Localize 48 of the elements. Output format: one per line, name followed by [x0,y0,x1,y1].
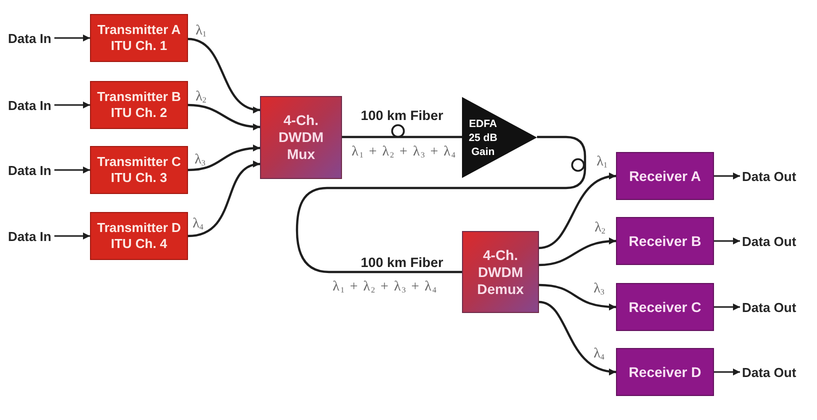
transmitter-box: Transmitter A ITU Ch. 1 [90,14,188,62]
arrow [538,173,616,250]
arrow [54,232,90,240]
wavelength-sum-label: λ$_{1}$ + λ$_{2}$ + λ$_{3}$ + λ$_{4}$ [332,280,438,294]
transmitter-box: Transmitter B ITU Ch. 2 [90,81,188,129]
wavelength-sum-label: λ$_{1}$ + λ$_{2}$ + λ$_{3}$ + λ$_{4}$ [350,146,458,158]
transmitter-box: Transmitter D ITU Ch. 4 [90,212,188,260]
input-label: Data In [8,162,52,178]
receiver-box: Receiver C [616,283,714,331]
demultiplexer-box: 4-Ch. DWDM Demux [462,231,539,313]
arrow [54,166,90,174]
arrow [188,162,260,238]
transmitter-box: Transmitter C ITU Ch. 3 [90,146,188,194]
wavelength-label: λ$_{3}$ [592,282,606,296]
arrow [188,144,260,172]
arrow [714,368,740,376]
arrow [714,304,740,310]
arrow [188,38,260,112]
arrow [538,300,616,375]
fiber-length-label: 100 km Fiber [358,109,446,123]
wavelength-label: λ$_{1}$ [194,24,208,38]
wavelength-label: λ$_{1}$ [596,156,608,168]
wavelength-label: λ$_{4}$ [192,218,204,230]
wavelength-label: λ$_{2}$ [594,222,606,234]
output-label: Data Out [742,232,796,250]
arrow [714,172,740,180]
receiver-box: Receiver D [616,348,714,396]
arrow [538,238,616,266]
input-label: Data In [8,30,52,46]
output-label: Data Out [742,364,796,380]
arrow [188,104,260,130]
output-label: Data Out [742,168,796,184]
input-label: Data In [8,96,52,114]
wavelength-label: λ$_{3}$ [194,154,206,166]
wavelength-label: λ$_{2}$ [194,90,208,104]
wavelength-label: λ$_{4}$ [592,348,606,360]
arrow [714,238,740,244]
fiber-line [342,136,462,138]
input-label: Data In [8,228,52,244]
arrow [54,102,90,108]
multiplexer-box: 4-Ch. DWDM Mux [260,96,342,179]
fiber-line [296,136,586,274]
fiber-length-label: 100 km Fiber [358,256,446,270]
receiver-box: Receiver B [616,217,714,265]
arrow [538,284,616,310]
receiver-box: Receiver A [616,152,714,200]
output-label: Data Out [742,298,796,316]
arrow [54,34,90,42]
